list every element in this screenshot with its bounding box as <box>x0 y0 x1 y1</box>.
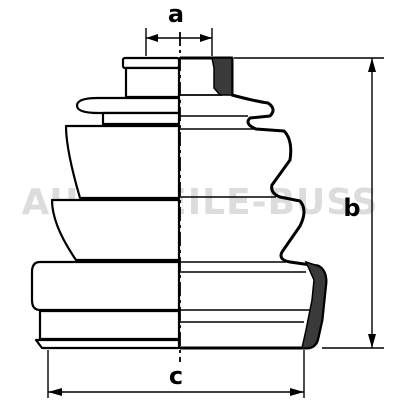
dimension-a <box>145 28 213 56</box>
dim-c-arrow-left <box>48 388 62 396</box>
dim-b-label: b <box>343 194 360 222</box>
dim-c-label: c <box>169 362 183 390</box>
section-wall-neck <box>211 57 233 96</box>
fold-3 <box>50 198 181 262</box>
large-ring <box>30 260 181 312</box>
fold-2 <box>64 124 181 200</box>
dimension-c <box>47 350 305 398</box>
neck-rim <box>121 56 181 70</box>
dim-b-arrow-top <box>368 58 376 72</box>
dim-b-arrow-bottom <box>368 334 376 348</box>
fold-1 <box>75 96 181 115</box>
dim-a-arrow-left <box>146 34 158 42</box>
neck-body <box>124 66 181 99</box>
section-wall-base <box>301 260 327 349</box>
dim-c-arrow-right <box>290 388 304 396</box>
base-lip <box>34 338 181 350</box>
bottom-collar <box>38 309 181 341</box>
fold-1-neck <box>101 111 181 126</box>
dim-a-arrow-right <box>200 34 212 42</box>
dim-a-label: a <box>168 0 184 28</box>
boot-section-right <box>180 56 328 350</box>
dimension-b <box>234 57 384 349</box>
boot-exterior-left <box>30 56 181 350</box>
